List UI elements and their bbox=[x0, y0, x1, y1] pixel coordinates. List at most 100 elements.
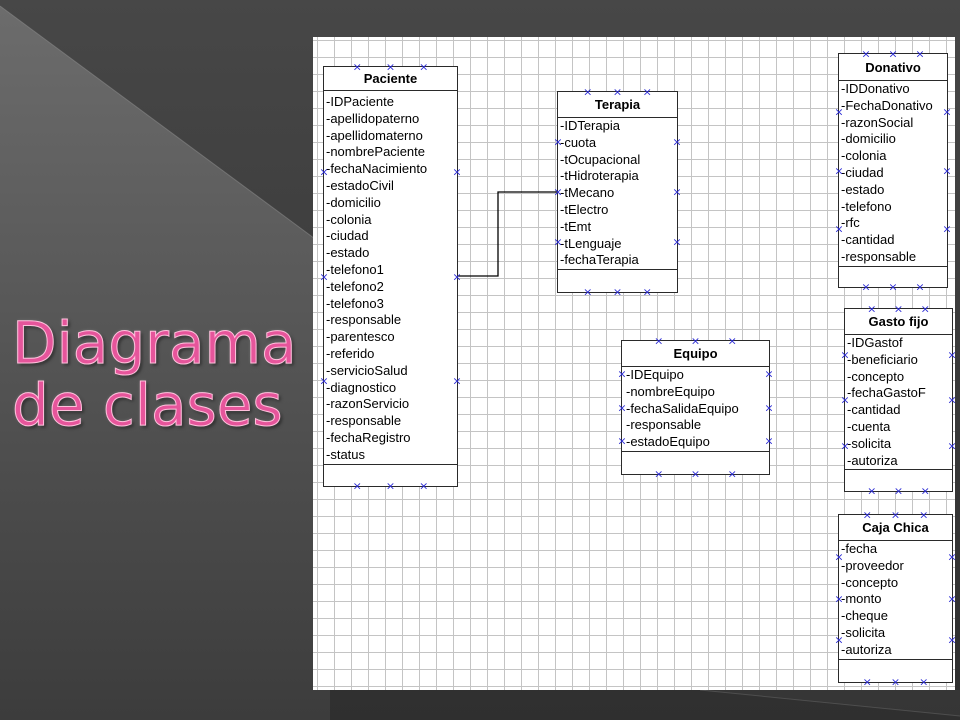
class-paciente[interactable]: Paciente -IDPaciente-apellidopaterno-ape… bbox=[319, 62, 462, 492]
connection-point-icon: × bbox=[642, 285, 652, 299]
connection-point-icon: × bbox=[419, 60, 429, 74]
connection-point-icon: × bbox=[867, 484, 877, 498]
class-attribute: -beneficiario bbox=[847, 351, 918, 367]
connection-point-icon: × bbox=[452, 165, 462, 179]
connection-point-icon: × bbox=[764, 434, 774, 448]
class-operations bbox=[622, 450, 769, 474]
class-attribute: -fechaTerapia bbox=[560, 252, 639, 268]
class-attribute: -estado bbox=[841, 181, 885, 197]
connection-point-icon: × bbox=[617, 401, 627, 414]
class-attributes: -fecha-proveedor-concepto-monto-cheque-s… bbox=[839, 541, 952, 659]
class-attribute: -domicilio bbox=[841, 131, 896, 147]
connection-point-icon: × bbox=[553, 235, 563, 249]
connection-point-icon: × bbox=[834, 164, 844, 177]
class-attribute: -monto bbox=[841, 591, 882, 607]
connection-point-icon: × bbox=[920, 302, 930, 316]
connection-point-icon: × bbox=[867, 302, 877, 316]
connection-point-icon: × bbox=[319, 165, 329, 179]
connection-point-icon: × bbox=[947, 439, 957, 452]
connection-point-icon: × bbox=[862, 508, 872, 522]
class-terapia[interactable]: Terapia -IDTerapia-cuota-tOcupacional-tH… bbox=[553, 87, 682, 298]
class-caja-chica[interactable]: Caja Chica -fecha-proveedor-concepto-mon… bbox=[834, 510, 957, 688]
class-operations bbox=[845, 469, 952, 491]
connection-point-icon: × bbox=[319, 374, 329, 388]
class-attribute: -ciudad bbox=[326, 228, 369, 244]
class-attribute: -telefono2 bbox=[326, 278, 384, 294]
connection-point-icon: × bbox=[890, 675, 901, 689]
connection-point-icon: × bbox=[947, 393, 957, 407]
class-attribute: -cuota bbox=[560, 134, 597, 150]
class-attribute: -fechaRegistro bbox=[326, 429, 411, 445]
connection-point-icon: × bbox=[862, 675, 872, 689]
connection-point-icon: × bbox=[583, 285, 593, 299]
connection-point-icon: × bbox=[352, 60, 362, 74]
class-name: Terapia bbox=[558, 92, 677, 118]
connection-point-icon: × bbox=[672, 185, 682, 199]
class-attribute: -autoriza bbox=[847, 452, 898, 468]
connection-point-icon: × bbox=[840, 348, 850, 361]
connection-point-icon: × bbox=[452, 374, 462, 388]
connection-point-icon: × bbox=[947, 633, 957, 647]
connection-point-icon: × bbox=[642, 85, 652, 99]
connection-point-icon: × bbox=[612, 85, 623, 99]
class-attribute: -nombrePaciente bbox=[326, 144, 425, 160]
connection-point-icon: × bbox=[888, 280, 898, 294]
class-attribute: -fecha bbox=[841, 541, 878, 556]
class-attribute: -concepto bbox=[841, 574, 899, 590]
connection-point-icon: × bbox=[947, 348, 957, 361]
connection-point-icon: × bbox=[727, 334, 737, 348]
class-attribute: -nombreEquipo bbox=[626, 383, 715, 399]
slide-title-line-2: de clases bbox=[12, 371, 284, 439]
class-name: Donativo bbox=[839, 54, 947, 81]
connection-point-icon: × bbox=[385, 479, 396, 493]
connection-point-icon: × bbox=[834, 222, 844, 236]
connection-point-icon: × bbox=[840, 439, 850, 452]
connection-point-icon: × bbox=[947, 592, 957, 605]
class-attribute: -colonia bbox=[841, 148, 887, 164]
connection-point-icon: × bbox=[352, 479, 362, 493]
class-name: Gasto fijo bbox=[845, 309, 952, 335]
connection-point-icon: × bbox=[942, 222, 952, 236]
class-attribute: -razonServicio bbox=[326, 396, 410, 412]
class-operations bbox=[324, 463, 457, 486]
class-operations bbox=[839, 658, 952, 682]
connection-point-icon: × bbox=[452, 270, 462, 283]
class-attribute: -tMecano bbox=[560, 185, 615, 201]
class-name: Equipo bbox=[622, 341, 769, 367]
class-attributes: -IDPaciente-apellidopaterno-apellidomate… bbox=[324, 91, 457, 464]
class-attribute: -IDDonativo bbox=[841, 81, 910, 96]
class-donativo[interactable]: Donativo -IDDonativo-FechaDonativo-razon… bbox=[834, 49, 952, 293]
class-operations bbox=[839, 265, 947, 287]
connection-point-icon: × bbox=[612, 285, 623, 299]
class-attribute: -responsable bbox=[326, 413, 402, 429]
connection-point-icon: × bbox=[727, 467, 737, 481]
class-attribute: -telefono1 bbox=[326, 261, 384, 277]
class-attribute: -parentesco bbox=[326, 329, 395, 345]
connection-point-icon: × bbox=[419, 479, 429, 493]
class-attributes: -IDTerapia-cuota-tOcupacional-tHidrotera… bbox=[558, 118, 677, 269]
connection-point-icon: × bbox=[919, 508, 929, 522]
connection-point-icon: × bbox=[915, 47, 925, 61]
class-gasto-fijo[interactable]: Gasto fijo -IDGastof-beneficiario-concep… bbox=[840, 304, 957, 497]
connection-point-icon: × bbox=[942, 164, 952, 177]
connection-point-icon: × bbox=[583, 85, 593, 99]
class-attribute: -autoriza bbox=[841, 641, 892, 657]
class-attribute: -cantidad bbox=[841, 232, 895, 248]
class-attribute: -apellidomaterno bbox=[326, 127, 423, 143]
class-name: Paciente bbox=[324, 67, 457, 91]
connection-point-icon: × bbox=[690, 467, 701, 481]
connection-point-icon: × bbox=[919, 675, 929, 689]
connection-point-icon: × bbox=[672, 235, 682, 249]
class-attribute: -fechaNacimiento bbox=[326, 161, 428, 177]
class-equipo[interactable]: Equipo -IDEquipo-nombreEquipo-fechaSalid… bbox=[617, 336, 774, 480]
class-attribute: -IDPaciente bbox=[326, 94, 394, 109]
class-attribute: -cheque bbox=[841, 608, 888, 624]
connection-point-icon: × bbox=[617, 434, 627, 448]
class-attribute: -responsable bbox=[326, 312, 402, 328]
connection-point-icon: × bbox=[385, 60, 396, 74]
connection-point-icon: × bbox=[915, 280, 925, 294]
connection-point-icon: × bbox=[834, 592, 844, 605]
class-attribute: -FechaDonativo bbox=[841, 97, 933, 113]
connection-point-icon: × bbox=[617, 367, 627, 381]
class-attribute: -cuenta bbox=[847, 418, 891, 434]
